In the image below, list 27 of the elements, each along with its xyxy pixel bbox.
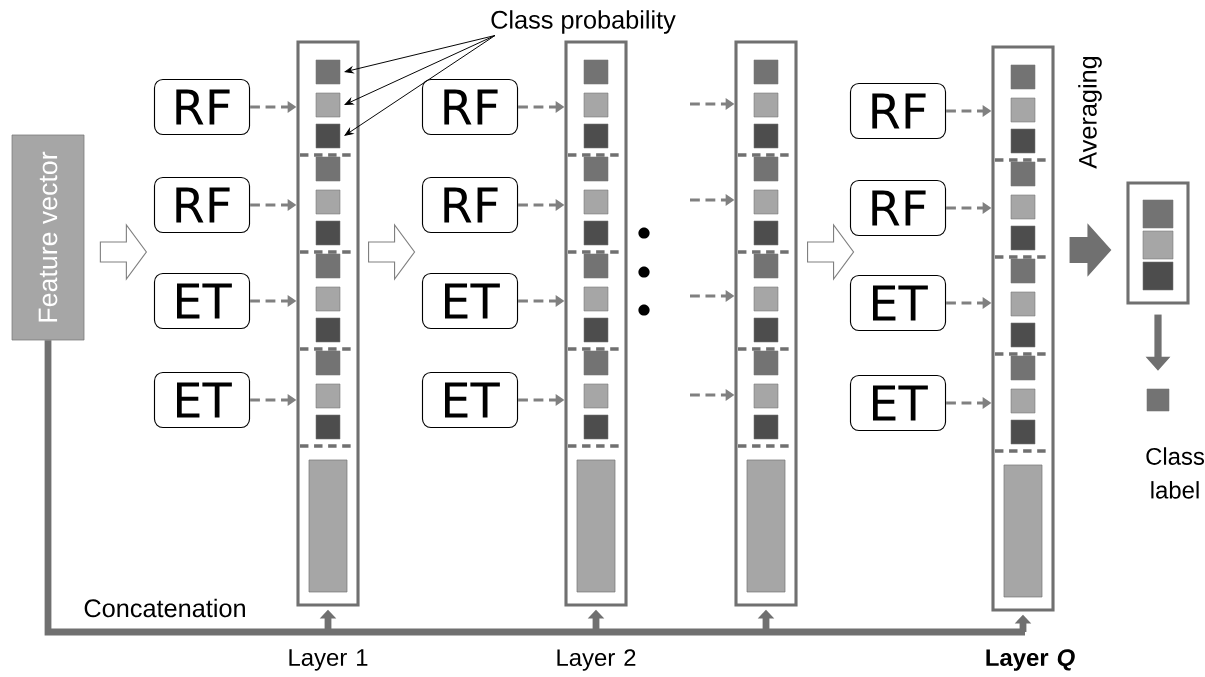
edge-label: Averaging	[1078, 56, 1102, 169]
block-arrow	[807, 223, 855, 281]
classifier-box: ET	[153, 371, 251, 429]
classifier-box: ET	[421, 371, 519, 429]
layer-label: Layer 1	[289, 649, 368, 671]
layer-label: Class label	[1146, 447, 1204, 499]
classifier-box: ET	[421, 272, 519, 330]
classifier-box: RF	[153, 78, 251, 136]
layer-label: Layer Q	[986, 649, 1075, 671]
callout-text: Class probability	[491, 10, 676, 34]
leader-line	[344, 35, 496, 136]
classifier-box: RF	[153, 176, 251, 234]
classifier-box: RF	[421, 176, 519, 234]
classifier-box: RF	[421, 78, 519, 136]
feature-box: Feature vector	[11, 134, 85, 341]
block-arrow	[368, 223, 416, 281]
block-arrow	[99, 223, 148, 281]
label-square	[1146, 388, 1170, 412]
classifier-box: RF	[849, 179, 947, 237]
edge-label: Concatenation	[84, 598, 245, 618]
classifier-box: ET	[849, 374, 947, 432]
classifier-box: ET	[849, 274, 947, 332]
layer-label: Layer 2	[557, 649, 636, 671]
leader-line	[344, 35, 496, 105]
classifier-box: ET	[153, 272, 251, 330]
classifier-box: RF	[849, 82, 947, 140]
leader-line	[344, 35, 496, 74]
